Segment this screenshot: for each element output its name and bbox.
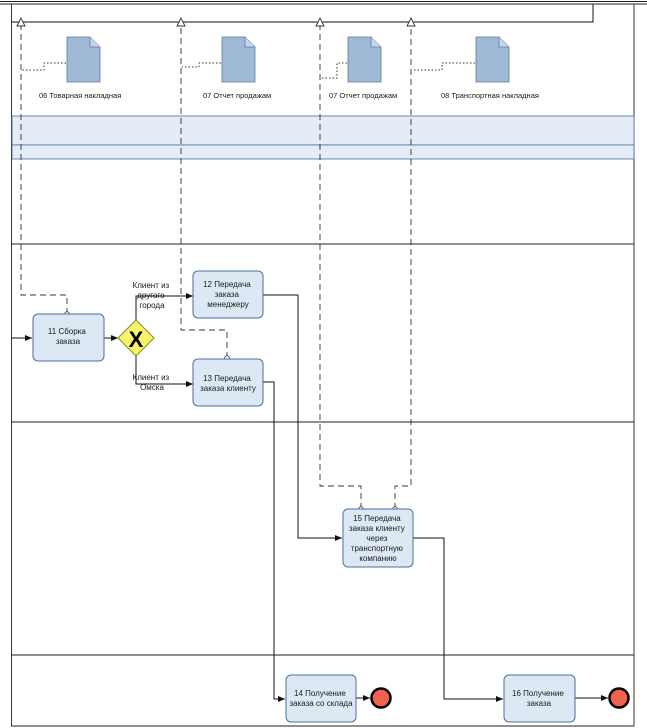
flow-12-to-15 [263, 294, 342, 541]
task-16[interactable]: 16 Получение заказа [503, 674, 576, 723]
document-label: 07 Отчет продажам [329, 91, 397, 100]
sequence-flows [12, 293, 608, 702]
document-icon [221, 36, 256, 83]
exclusive-gateway[interactable]: X [117, 319, 155, 357]
association-to-doc-06 [16, 16, 68, 314]
document-link [182, 62, 221, 68]
branch-label-top: Клиент из другого города [133, 281, 172, 310]
document-link [321, 62, 347, 79]
task-14[interactable]: 14 Получение заказа со склада [285, 674, 357, 723]
branch-label-bottom: Клиент из Омска [133, 373, 172, 392]
document-link [412, 62, 475, 71]
association-to-doc-07a [176, 16, 228, 358]
task-label: 12 Передача заказа менеджеру [203, 280, 253, 309]
document-icon [475, 36, 510, 83]
document-icon [66, 36, 101, 83]
document-07b[interactable]: 07 Отчет продажам [321, 36, 397, 100]
gateway-x-icon: X [129, 327, 144, 352]
lane-band-2 [11, 144, 635, 160]
incoming-flow [12, 4, 594, 23]
task-12[interactable]: 12 Передача заказа менеджеру [192, 270, 264, 319]
end-event[interactable] [370, 687, 392, 709]
association-to-doc-07b [315, 16, 362, 509]
task-label: 16 Получение заказа [512, 689, 566, 708]
task-label: 11 Сборка заказа [48, 327, 88, 346]
task-13[interactable]: 13 Передача заказа клиенту [192, 358, 264, 407]
document-07a[interactable]: 07 Отчет продажам [182, 36, 271, 100]
lane-band-1 [11, 115, 635, 146]
task-15[interactable]: 15 Передача заказа клиенту через транспо… [342, 508, 414, 568]
document-icon [347, 36, 382, 83]
document-08[interactable]: 08 Транспортная накладная [412, 36, 539, 100]
document-label: 08 Транспортная накладная [441, 91, 539, 100]
task-label: 13 Передача заказа клиенту [200, 374, 256, 393]
task-label: 14 Получение заказа со склада [289, 689, 353, 708]
gateway-diamond [117, 319, 155, 357]
document-label: 06 Товарная накладная [39, 91, 121, 100]
end-event[interactable] [608, 687, 630, 709]
task-label: 15 Передача заказа клиенту через транспо… [349, 514, 407, 563]
flow-15-to-16 [413, 537, 503, 702]
flow-gateway-to-12 [135, 293, 193, 320]
flow-13-to-14 [263, 381, 285, 702]
document-label: 07 Отчет продажам [203, 91, 271, 100]
task-11[interactable]: 11 Сборка заказа [32, 313, 105, 362]
document-link [22, 62, 66, 71]
flow-gateway-to-13 [135, 356, 193, 387]
document-06[interactable]: 06 Товарная накладная [22, 36, 121, 100]
association-to-doc-08 [394, 16, 416, 509]
